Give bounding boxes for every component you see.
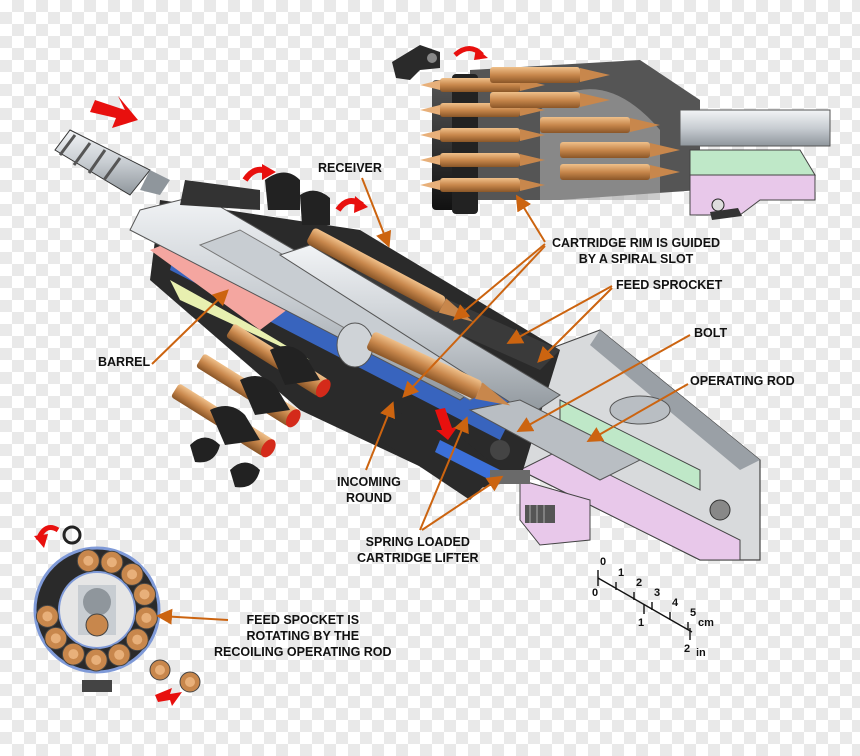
scale-in-tick: 0 [592,587,598,599]
scale-cm-tick: 4 [672,597,679,609]
inset-bolt [679,109,831,147]
label-incoming-round: INCOMING ROUND [337,475,401,505]
sprocket-cartridge-primer [50,633,61,644]
label-feed-spocket-rotating: FEED SPOCKET IS ROTATING BY THE RECOILIN… [214,613,392,659]
sprocket-inset [33,525,201,706]
sprocket-cartridge-primer [127,569,138,580]
sprocket-base [82,680,112,692]
leader-bolt [516,334,691,432]
scale-axis [597,577,693,633]
belt-feed-arrow-icon [155,688,182,706]
scale-cm-tick: 0 [600,556,606,568]
leader-lifter-1 [419,416,469,531]
sprocket-cartridge-primer [114,649,125,660]
cartridge-lifter [380,410,530,500]
muzzle [54,129,170,196]
sprocket-ring-top [62,525,82,545]
bolt-rod [278,244,561,416]
sprocket-cartridge-primer [106,557,117,568]
inset-lifter [710,198,742,220]
scale-cm-tick: 2 [636,577,642,589]
scale-cm-tick: 1 [618,567,624,579]
label-receiver: RECEIVER [318,161,382,175]
sprocket-center-cartridge [85,613,109,637]
sprocket-rounds [35,549,158,672]
inset-cartridges [420,67,680,192]
scale-cm-tick: 5 [690,607,696,619]
lifter-spring-icon [525,505,555,523]
top-inset [392,45,831,220]
belt-link [300,190,330,225]
leader-receiver [361,177,392,248]
receiver-top-edge [590,330,760,470]
sprocket-cartridge-primer [83,555,94,566]
upper-belt [180,172,330,225]
sprocket-cartridge-primer [139,589,150,600]
scale-in-unit: in [696,647,706,659]
label-cartridge-rim-guided: CARTRIDGE RIM IS GUIDED BY A SPIRAL SLOT [552,236,721,266]
inset-belt [432,74,478,214]
sprocket-cartridge-primer [132,634,143,645]
leader-sprocket-1 [506,285,613,344]
leader-incoming-round [365,401,395,471]
lift-arrow-icon [435,408,458,440]
label-operating-rod: OPERATING ROD [690,374,795,388]
motion-arrows [90,96,458,440]
sprocket-cartridge-primer [91,654,102,665]
scale-cm-unit: cm [698,617,714,629]
leader-lines [151,177,691,625]
sprocket-center [83,588,111,616]
label-feed-sprocket: FEED SPROCKET [616,278,723,292]
belt-link [265,172,300,210]
leader-feed-spocket [156,608,229,625]
leader-rim-inset [515,194,546,243]
rotate-arrow-head-icon [474,48,488,60]
sprocket-cartridge-primer [141,612,152,623]
recoil-arrow-icon [90,96,138,128]
scale-bar [597,570,693,640]
sprocket-belt-tail [149,659,201,693]
label-barrel: BARREL [98,355,151,369]
inset-belt-link-icon [392,45,440,80]
yellow-liner [170,280,310,360]
muzzle-brake [54,129,151,196]
sprocket-cartridge-primer [68,649,79,660]
main-cutaway [54,96,761,561]
leader-operating-rod [586,383,689,442]
label-spring-loaded-cartridge-lifter: SPRING LOADED CARTRIDGE LIFTER [357,535,479,565]
operating-rod-track-green [559,399,701,491]
inset-rod-green [689,149,816,176]
receiver-pin [709,499,731,521]
sprocket-cartridge-primer [42,611,53,622]
leader-sprocket-2 [537,287,613,363]
inset-rod-pink [689,174,816,216]
scale-cm-tick: 3 [654,587,660,599]
scale-in-tick: 1 [638,617,644,629]
leader-rim-main-1 [452,243,546,321]
lower-belt [171,324,331,488]
bolt-head [336,322,374,368]
leader-barrel [151,289,229,365]
leader-rim-main-2 [402,245,546,398]
leader-lifter-2 [421,475,504,531]
label-bolt: BOLT [694,326,728,340]
scale-in-tick: 2 [684,643,690,655]
